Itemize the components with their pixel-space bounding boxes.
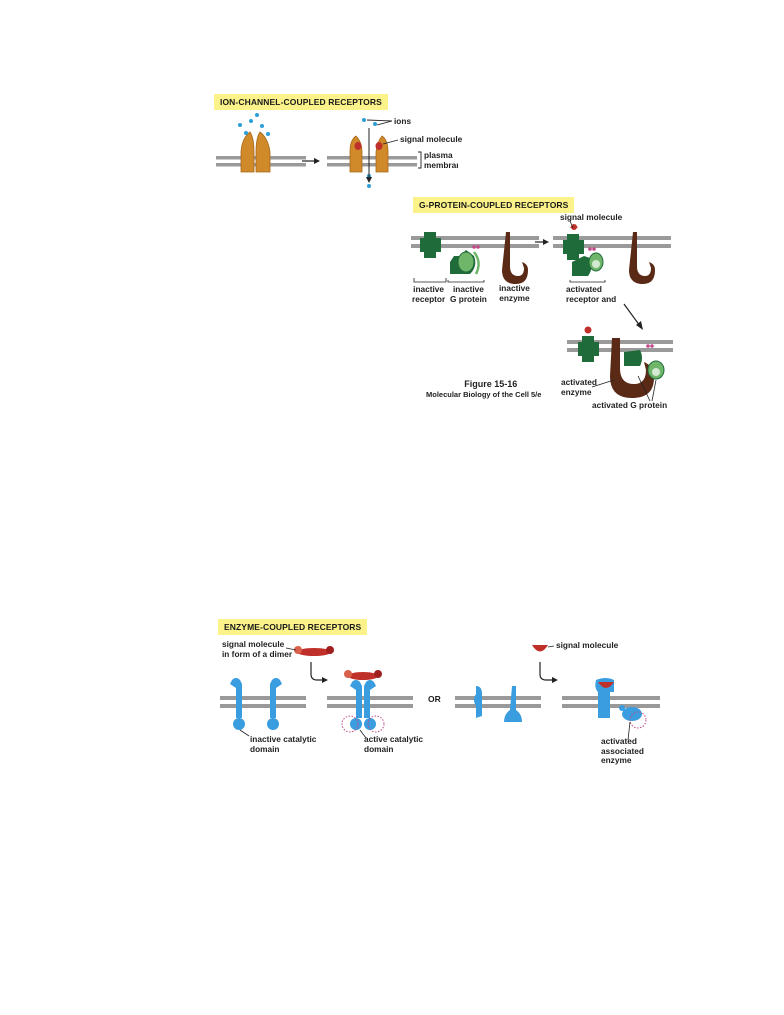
label-plasma: plasma xyxy=(424,150,453,160)
label-inactive-receptor-2: receptor xyxy=(412,293,446,304)
label-membrane: membrane xyxy=(424,161,458,170)
activated-enzyme xyxy=(610,338,654,398)
final-receptor xyxy=(578,326,599,362)
label-active-catalytic-2: domain xyxy=(364,743,394,754)
label-activated-receptor: activated receptor and xyxy=(566,284,617,304)
label-inactive-enzyme-2: enzyme xyxy=(499,292,530,303)
figure-caption-1: Figure 15-16 xyxy=(464,379,518,389)
figure-caption: Figure 15-16 Molecular Biology of the Ce… xyxy=(426,379,541,399)
signal-dimer xyxy=(294,646,334,656)
closed-ion-channel xyxy=(240,131,271,173)
inactive-g-protein xyxy=(450,245,480,275)
membrane-e3 xyxy=(455,696,541,708)
label-ions: ions xyxy=(394,116,412,126)
active-receptor-pair xyxy=(341,670,385,733)
label-activated-enzyme-2: enzyme xyxy=(561,386,592,397)
g-leader-lines xyxy=(413,278,606,283)
label-dimer-1: signal molecule xyxy=(222,639,285,649)
g-final-leaders xyxy=(591,375,657,402)
ions-outside xyxy=(238,113,270,136)
label-activated-enzyme-1: activated xyxy=(561,377,597,387)
label-active-catalytic-1: active catalytic xyxy=(364,734,424,744)
ion-channel-title: ION-CHANNEL-COUPLED RECEPTORS xyxy=(214,94,388,110)
g-protein-panel: G-PROTEIN-COUPLED RECEPTORS xyxy=(0,0,784,420)
figure-caption-2: Molecular Biology of the Cell 5/e xyxy=(426,389,542,399)
inactive-receptor xyxy=(420,232,441,258)
label-inactive-g-protein: inactive G protein xyxy=(450,284,487,304)
membrane-g2 xyxy=(553,236,671,248)
arrow-e1 xyxy=(310,662,328,683)
arrow-g2 xyxy=(623,303,643,330)
label-dimer: signal molecule in form of a dimer xyxy=(222,639,293,659)
label-associated-enzyme: activated associated enzyme xyxy=(601,736,644,766)
label-active-catalytic: active catalytic domain xyxy=(364,734,424,754)
label-activated-enzyme: activated enzyme xyxy=(561,377,597,397)
label-assoc-2: associated xyxy=(601,745,644,756)
g-protein-diagram xyxy=(411,220,673,402)
label-inactive-catalytic: inactive catalytic domain xyxy=(250,734,317,754)
label-inactive-g-protein-1: inactive xyxy=(452,284,484,294)
arrow-g1 xyxy=(535,239,549,245)
enzyme-coupled-diagram xyxy=(220,645,660,741)
signal-cup xyxy=(532,645,548,652)
label-inactive-receptor-1: inactive xyxy=(413,284,445,294)
inactive-enzyme-2 xyxy=(629,232,655,284)
label-activated-receptor-2: receptor and xyxy=(566,293,617,304)
activated-associated-complex xyxy=(595,678,647,729)
ion-channel-panel: ION-CHANNEL-COUPLED RECEPTORS xyxy=(0,0,784,200)
label-inactive-catalytic-1: inactive catalytic xyxy=(250,734,317,744)
inactive-receptor-single xyxy=(474,686,522,722)
label-inactive-receptor: inactive receptor xyxy=(412,284,446,304)
enzyme-coupled-title: ENZYME-COUPLED RECEPTORS xyxy=(218,619,368,635)
membrane-e4 xyxy=(562,696,660,708)
label-activated-g-protein: activated G protein xyxy=(592,400,668,410)
activated-g-protein xyxy=(624,344,665,380)
inactive-receptor-pair xyxy=(230,678,282,730)
label-inactive-enzyme-1: inactive xyxy=(499,283,530,293)
label-inactive-g-protein-2: G protein xyxy=(450,293,487,304)
membrane-e1 xyxy=(220,696,306,708)
label-dimer-2: in form of a dimer xyxy=(222,648,293,659)
ion-channel-diagram xyxy=(216,113,422,188)
label-signal-molecule-ion: signal molecule xyxy=(400,134,463,144)
label-signal-molecule-e: signal molecule xyxy=(556,640,619,650)
label-or: OR xyxy=(428,694,441,704)
label-assoc-3: enzyme xyxy=(601,755,632,766)
label-activated-receptor-1: activated xyxy=(566,284,602,294)
enzyme-coupled-panel: ENZYME-COUPLED RECEPTORS xyxy=(0,600,784,800)
g-protein-title: G-PROTEIN-COUPLED RECEPTORS xyxy=(413,197,575,213)
ion-leader-lines xyxy=(366,119,422,169)
label-inactive-enzyme: inactive enzyme xyxy=(499,283,530,303)
label-inactive-catalytic-2: domain xyxy=(250,743,280,754)
label-signal-molecule-g: signal molecule xyxy=(560,212,623,222)
open-ion-channel xyxy=(349,135,389,173)
arrow-e2 xyxy=(539,662,558,683)
label-assoc-1: activated xyxy=(601,736,637,746)
activated-receptor xyxy=(563,224,604,276)
membrane-right xyxy=(327,156,417,167)
inactive-enzyme xyxy=(502,232,528,284)
arrow-ion xyxy=(302,158,320,164)
